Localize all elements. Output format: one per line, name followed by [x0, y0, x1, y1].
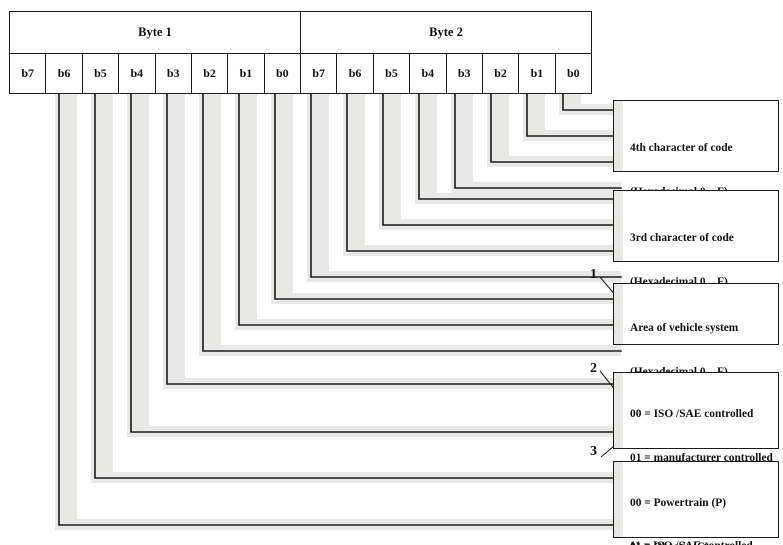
bit-cell-byte2-b1: b1: [518, 53, 556, 94]
bit-cell-byte1-b0: b0: [263, 53, 302, 94]
wire-shadow-bands: [55, 89, 621, 530]
bit-allocation-table: Byte 1 Byte 2 b7 b6 b5 b4 b3 b2 b1 b0 b7…: [8, 11, 593, 94]
wire-byte2-b3: [454, 88, 622, 189]
bit-cell-byte2-b0: b0: [554, 53, 593, 94]
box-3rd-character: 3rd character of code (Hexadecimal 0 ...…: [613, 190, 779, 332]
bit-cell-byte1-b5: b5: [81, 53, 120, 94]
wire-byte1-b0: [274, 88, 622, 300]
bit-cell-byte2-b4: b4: [409, 53, 447, 94]
box-controlled-by: 00 = ISO /SAE controlled 01 = manufactur…: [613, 372, 779, 545]
box-controlled-line-2: 01 = manufacturer controlled: [630, 451, 773, 464]
box-shadow-band: [614, 373, 623, 448]
byte-header-row: Byte 1 Byte 2: [9, 11, 592, 54]
wire-byte2-b2: [490, 88, 622, 163]
byte-header-byte-2: Byte 2: [300, 11, 592, 54]
wire-paths: [58, 88, 622, 526]
bit-cell-byte2-b2: b2: [481, 53, 520, 94]
box-4th-character-line-1: 4th character of code: [630, 142, 733, 155]
byte-header-byte-1: Byte 1: [9, 11, 301, 54]
box-area-of-vehicle-system: Area of vehicle system (Hexadecimal 0 ..…: [613, 283, 779, 422]
wire-byte1-b2: [202, 88, 622, 352]
wire-byte1-b3: [166, 88, 622, 385]
bit-cell-byte1-b4: b4: [118, 53, 156, 94]
bit-cell-byte1-b6: b6: [45, 53, 83, 94]
box-4th-character: 4th character of code (Hexadecimal 0 ...…: [613, 100, 779, 242]
wire-byte1-b5: [94, 88, 622, 479]
box-controlled-line-4: 11 = ISO /SAE controlled: [630, 539, 772, 545]
bit-cell-byte1-b7: b7: [8, 53, 47, 94]
box-system-group-text: 00 = Powertrain (P) 01 = Chassis (C) 10 …: [630, 467, 772, 545]
box-area-line-1: Area of vehicle system: [630, 322, 739, 335]
wire-byte2-b6: [346, 88, 622, 252]
bit-cell-byte1-b1: b1: [227, 53, 265, 94]
bit-cell-byte2-b5: b5: [372, 53, 411, 94]
wire-byte2-b1: [526, 88, 622, 137]
wire-byte1-b4: [130, 88, 622, 433]
bit-cell-byte2-b3: b3: [445, 53, 483, 94]
bit-cell-byte1-b2: b2: [190, 53, 229, 94]
callout-3: 3: [590, 444, 597, 459]
wire-byte2-b5: [382, 88, 622, 226]
box-system-group-line-2: 01 = Chassis (C): [630, 540, 772, 545]
bit-cell-byte1-b3: b3: [154, 53, 192, 94]
bit-cell-byte2-b6: b6: [336, 53, 374, 94]
wire-byte1-b1: [238, 88, 622, 326]
bit-cell-byte2-b7: b7: [299, 53, 338, 94]
callout-1: 1: [590, 267, 597, 282]
wire-byte1-b6: [58, 88, 622, 526]
wire-byte2-b7: [310, 88, 622, 278]
box-system-group-line-1: 00 = Powertrain (P): [630, 497, 727, 510]
wire-byte2-b4: [418, 88, 622, 200]
box-3rd-character-line-1: 3rd character of code: [630, 232, 734, 245]
callout-2: 2: [590, 361, 597, 376]
box-shadow-band: [614, 462, 623, 537]
box-shadow-band: [614, 191, 623, 261]
box-controlled-line-1: 00 = ISO /SAE controlled: [630, 408, 754, 421]
box-system-group: 00 = Powertrain (P) 01 = Chassis (C) 10 …: [613, 461, 779, 545]
box-shadow-band: [614, 284, 623, 344]
bit-label-row: b7 b6 b5 b4 b3 b2 b1 b0 b7 b6 b5 b4 b3 b…: [8, 53, 593, 94]
box-shadow-band: [614, 101, 623, 171]
